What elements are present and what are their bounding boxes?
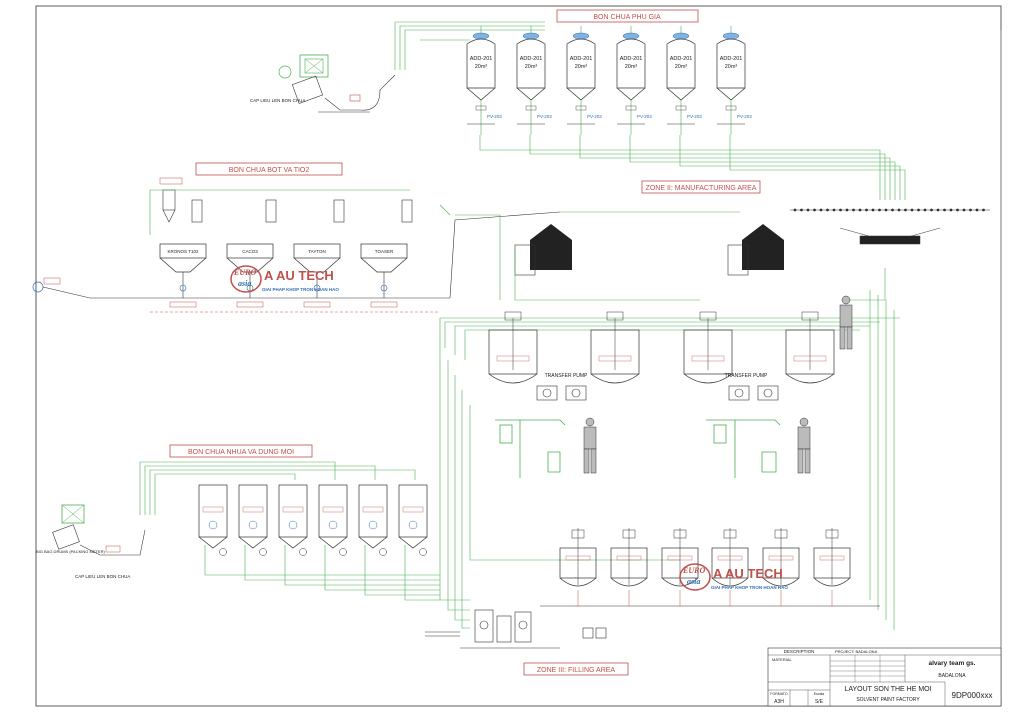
watermark-tagline: GIAI PHAP KHOP TRON HOAN HAO [262, 287, 339, 292]
section-label-box [195, 162, 343, 176]
mixing-tank [785, 311, 835, 384]
title-description-label: DESCRIPTION [784, 649, 815, 654]
additive-tank-volume: 20m³ [725, 64, 738, 70]
powder-hopper-name: KRONOS T102 [168, 249, 199, 254]
title-block: DESCRIPTION PROJECT: BADALONA MATERIAL a… [767, 647, 1002, 707]
additive-tank-volume: 20m³ [675, 64, 688, 70]
finishing-tank [559, 528, 597, 606]
additive-valve-tag: PV-203 [587, 114, 602, 119]
resin-tank [198, 484, 228, 556]
additive-tank-code: ADD-201 [470, 56, 493, 62]
drawing-title: LAYOUT SON THE HE MOI [844, 686, 931, 693]
additive-tank-volume: 20m³ [575, 64, 588, 70]
powder-hopper: TAYTON [293, 243, 341, 308]
scale-label: Escala [814, 692, 825, 696]
resin-tank [318, 484, 348, 556]
resin-tank [238, 484, 268, 556]
format-label: FORMATO [770, 692, 787, 696]
additive-valve-tag: PV-203 [737, 114, 752, 119]
section-title-powder: BON CHUA BOT VA TIO2 [229, 167, 310, 174]
powder-hopper: KRONOS T102 [159, 243, 207, 308]
additive-tank-volume: 20m³ [525, 64, 538, 70]
additive-tank: ADD-201 20m³ PV-203 [716, 26, 752, 135]
watermark-euro: EURO [682, 566, 705, 575]
section-title-filling: ZONE III: FILLING AREA [537, 667, 616, 674]
section-title-additive: BON CHUA PHU GIA [593, 14, 661, 21]
top-left-feed-station: CAP LIEU LEN BON CHUA [250, 54, 396, 113]
section-title-resin: BON CHUA NHUA VA DUNG MOI [188, 449, 294, 456]
resin-tank [358, 484, 388, 556]
manufacturing-area: ZONE II: MANUFACTURING AREA [439, 180, 990, 630]
transfer-pump-left-label: TRANSFER PUMP [545, 373, 588, 379]
format-value: A3H [774, 699, 784, 705]
operator-figure [583, 295, 853, 474]
watermark-brand: A AU TECH [264, 268, 334, 283]
transfer-pump-right-label: TRANSFER PUMP [725, 373, 768, 379]
section-title-manufacturing: ZONE II: MANUFACTURING AREA [646, 185, 757, 192]
additive-tank-code: ADD-201 [670, 56, 693, 62]
resin-tank [398, 484, 428, 556]
watermark-euro: EURO [233, 268, 256, 277]
powder-hopper: TOASER [360, 243, 408, 308]
additive-tank: ADD-201 20m³ PV-203 [466, 26, 502, 135]
company-name: alvary team gs. [929, 660, 976, 667]
section-label-box [169, 444, 313, 458]
watermark-tagline: GIAI PHAP KHOP TRON HOAN HAO [711, 585, 788, 590]
additive-valve-tag: PV-203 [637, 114, 652, 119]
powder-hopper-name: TAYTON [308, 249, 326, 254]
additive-tank-volume: 20m³ [475, 64, 488, 70]
title-project-label: PROJECT: BADALONA [835, 649, 878, 654]
finishing-tank [813, 528, 851, 606]
additive-tank-code: ADD-201 [520, 56, 543, 62]
additive-valve-tag: PV-203 [537, 114, 552, 119]
watermark-asia: asia [238, 279, 251, 288]
additive-tank: ADD-201 20m³ PV-203 [616, 26, 652, 135]
scale-value: S/E [815, 699, 824, 705]
additive-tank: ADD-201 20m³ PV-203 [566, 26, 602, 135]
additive-tank-code: ADD-201 [570, 56, 593, 62]
feed-note-top: CAP LIEU LEN BON CHUA [250, 98, 305, 103]
finishing-tank [711, 528, 749, 606]
powder-hopper-name: TOASER [375, 249, 394, 254]
additive-valve-tag: PV-203 [487, 114, 502, 119]
title-material-label: MATERIAL [772, 657, 792, 662]
filling-area: ZONE III: FILLING AREA [425, 609, 629, 676]
section-label-box [556, 9, 699, 23]
watermark-asia: asia [687, 577, 700, 586]
brand-watermark: EURO asia A AU TECH GIAI PHAP KHOP TRON HOA… [679, 563, 788, 591]
additive-tank-code: ADD-201 [720, 56, 743, 62]
drum-note: BIG BAG DRUMS (PACKING METER) [36, 549, 105, 554]
finishing-tank [762, 528, 800, 606]
section-label-box [641, 180, 761, 194]
drawing-number: 9DP000xxx [952, 691, 993, 700]
additive-tank-code: ADD-201 [620, 56, 643, 62]
mixing-tank [683, 311, 733, 384]
mixing-tank [488, 311, 538, 384]
additive-tank: ADD-201 20m³ PV-203 [516, 26, 552, 135]
additive-tank: ADD-201 20m³ PV-203 [666, 26, 702, 135]
watermark-brand: A AU TECH [713, 566, 783, 581]
drawing-subtitle: SOLVENT PAINT FACTORY [856, 697, 920, 703]
section-label-box [523, 662, 629, 676]
additive-valve-tag: PV-203 [687, 114, 702, 119]
brand-watermark: EURO asia A AU TECH GIAI PHAP KHOP TRON HOA… [230, 265, 339, 293]
finishing-tank [610, 528, 648, 606]
resin-tank [278, 484, 308, 556]
mixing-tank [590, 311, 640, 384]
feed-note-bottom: CAP LIEU LEN BON CHUA [75, 574, 130, 579]
additive-tank-volume: 20m³ [625, 64, 638, 70]
company-location: BADALONA [938, 673, 966, 679]
resin-solvent-area: BON CHUA NHUA VA DUNG MOI BIG BAG DRUMS … [36, 444, 440, 601]
powder-hopper-name: CACO3 [242, 249, 258, 254]
additive-tank-area: BON CHUA PHU GIA ADD-20120m³PV-203ADD-20… [394, 9, 906, 200]
powder-tank-area: BON CHUA BOT VA TIO2 KRONOS T102 CACO3 TAY… [32, 162, 561, 313]
